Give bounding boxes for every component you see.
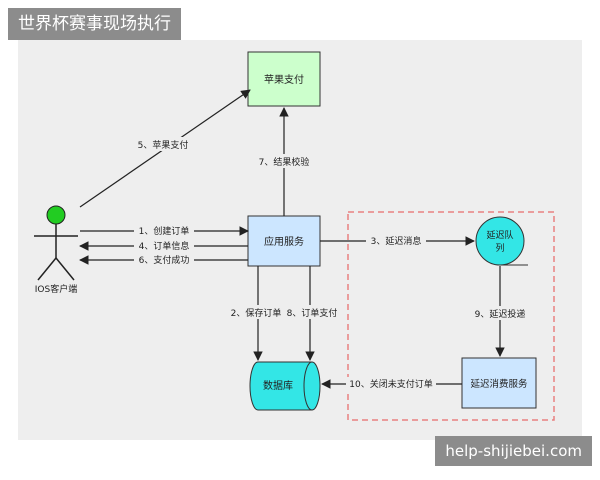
edge-label-create-order: 1、创建订单	[139, 225, 190, 237]
page-title: 世界杯赛事现场执行	[8, 8, 181, 40]
apple-pay-label: 苹果支付	[264, 73, 304, 86]
apple-pay-node	[247, 51, 321, 107]
edge-label-pay-success: 6、支付成功	[139, 254, 190, 266]
delay-queue-node: 延迟队 列	[475, 216, 528, 266]
edge-label-delay-message: 3、延迟消息	[371, 235, 422, 247]
database-label: 数据库	[263, 379, 293, 392]
ios-client-actor: IOS客户端	[34, 205, 78, 295]
edge-label-bg	[134, 239, 194, 252]
edge-label-bg	[228, 305, 284, 319]
database-node: 数据库	[249, 361, 321, 411]
edge-label-result-verify: 7、结果校验	[259, 156, 310, 168]
delay-region-frame	[347, 211, 555, 421]
diagram-canvas: IOS客户端 苹果支付 应用服务 数据库 延迟队 列 延迟消费服务 5、苹果支付	[18, 40, 582, 440]
edge-label-apple-pay: 5、苹果支付	[138, 139, 189, 151]
delay-queue-label-line1: 延迟队	[486, 229, 513, 241]
actor-leg-left	[37, 257, 57, 281]
edge-label-bg	[346, 377, 436, 390]
edge-label-delay-delivery: 9、延迟投递	[475, 308, 526, 320]
actor-leg-right	[55, 257, 75, 281]
edge-label-bg	[254, 154, 314, 168]
delay-consumer-node	[461, 357, 537, 409]
edge-label-bg	[134, 253, 194, 266]
edge-label-order-info: 4、订单信息	[139, 240, 190, 252]
edge-label-bg	[284, 305, 340, 319]
edge-label-bg	[132, 137, 194, 151]
edge-label-close-unpaid: 10、关闭未支付订单	[349, 378, 432, 390]
edge-label-bg	[134, 224, 194, 237]
delay-consumer-label: 延迟消费服务	[470, 378, 528, 390]
app-service-label: 应用服务	[264, 235, 304, 248]
watermark-label: help-shijiebei.com	[435, 436, 592, 466]
edge-label-order-payment: 8、订单支付	[287, 307, 338, 319]
edge-label-bg	[470, 306, 530, 320]
actor-head-icon	[46, 205, 66, 225]
flow-diagram: IOS客户端 苹果支付 应用服务 数据库 延迟队 列 延迟消费服务 5、苹果支付	[34, 51, 555, 421]
actor-label: IOS客户端	[35, 283, 77, 295]
edge-label-bg	[366, 234, 426, 247]
delay-queue-label-line2: 列	[495, 242, 504, 254]
edge-label-save-order: 2、保存订单	[231, 307, 282, 319]
